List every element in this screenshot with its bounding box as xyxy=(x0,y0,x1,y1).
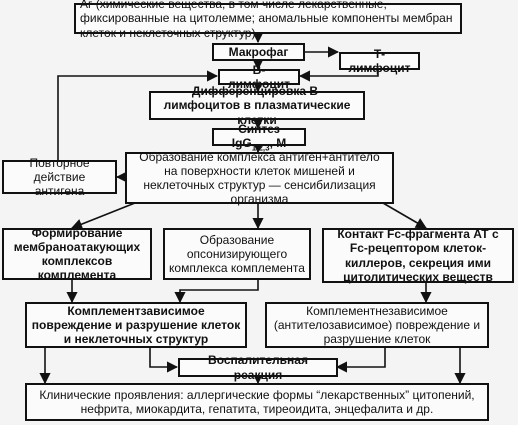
macrophage-box: Макрофаг xyxy=(212,43,305,61)
antigen-text: Аг (химические вещества, в том числе лек… xyxy=(80,0,453,40)
arrow-repeated-bcell xyxy=(57,70,219,160)
inflammation-text: Воспалительная реакция xyxy=(208,353,308,382)
opsonizing-text: Образование опсонизирующего комплекса ко… xyxy=(169,232,305,276)
membrane-attack-box: Формирование мембраноатакующих комплексо… xyxy=(2,225,152,283)
complement-independent-box: Комплементнезависимое (антителозависимое… xyxy=(265,302,489,348)
complement-independent-text: Комплементнезависимое (антителозависимое… xyxy=(273,303,481,347)
arrow-complex-membrane xyxy=(70,202,136,230)
clinical-box: Клинические проявления: аллергические фо… xyxy=(25,383,489,421)
complement-dependent-box: Комплементзависимое повреждение и разруш… xyxy=(25,302,247,348)
arrow-independent-inflammation xyxy=(335,347,386,373)
b-lymphocyte-box: В-лимфоцит xyxy=(218,63,300,91)
differentiation-text: Дифференцировка В-лимфоцитов в плазматич… xyxy=(163,84,351,127)
differentiation-box: Дифференцировка В-лимфоцитов в плазматич… xyxy=(149,84,365,127)
fc-contact-text: Контакт Fc-фрагмента АТ с Fc-рецептором … xyxy=(337,227,499,284)
complex-formation-box: Образование комплекса антиген+антитело н… xyxy=(125,149,394,207)
complement-dependent-text: Комплементзависимое повреждение и разруш… xyxy=(31,303,241,347)
arrow-opsonizing-dependent xyxy=(174,279,259,304)
fc-contact-box: Контакт Fc-фрагмента АТ с Fc-рецептором … xyxy=(322,227,514,284)
repeated-action-text: Повторное действие антигена xyxy=(29,155,90,199)
macrophage-text: Макрофаг xyxy=(228,44,289,59)
membrane-attack-text: Формирование мембраноатакующих комплексо… xyxy=(13,225,141,283)
clinical-text: Клинические проявления: аллергические фо… xyxy=(39,387,475,416)
inflammation-box: Воспалительная реакция xyxy=(178,353,338,382)
b-lymphocyte-text: В-лимфоцит xyxy=(227,62,291,91)
t-lymphocyte-text: Т-лимфоцит xyxy=(348,46,411,75)
t-lymphocyte-box: Т-лимфоцит xyxy=(339,47,420,75)
arrow-complex-fc xyxy=(382,202,427,229)
arrow-dependent-inflammation xyxy=(149,347,179,373)
antigen-box: Аг (химические вещества, в том числе лек… xyxy=(74,0,462,40)
complex-formation-text: Образование комплекса антиген+антитело н… xyxy=(139,149,380,207)
synthesis-text: Синтез IgG1,2,3, M xyxy=(231,121,287,153)
synthesis-box: Синтез IgG1,2,3, M xyxy=(212,122,306,152)
opsonizing-box: Образование опсонизирующего комплекса ко… xyxy=(163,228,311,280)
repeated-action-box: Повторное действие антигена xyxy=(2,156,117,198)
